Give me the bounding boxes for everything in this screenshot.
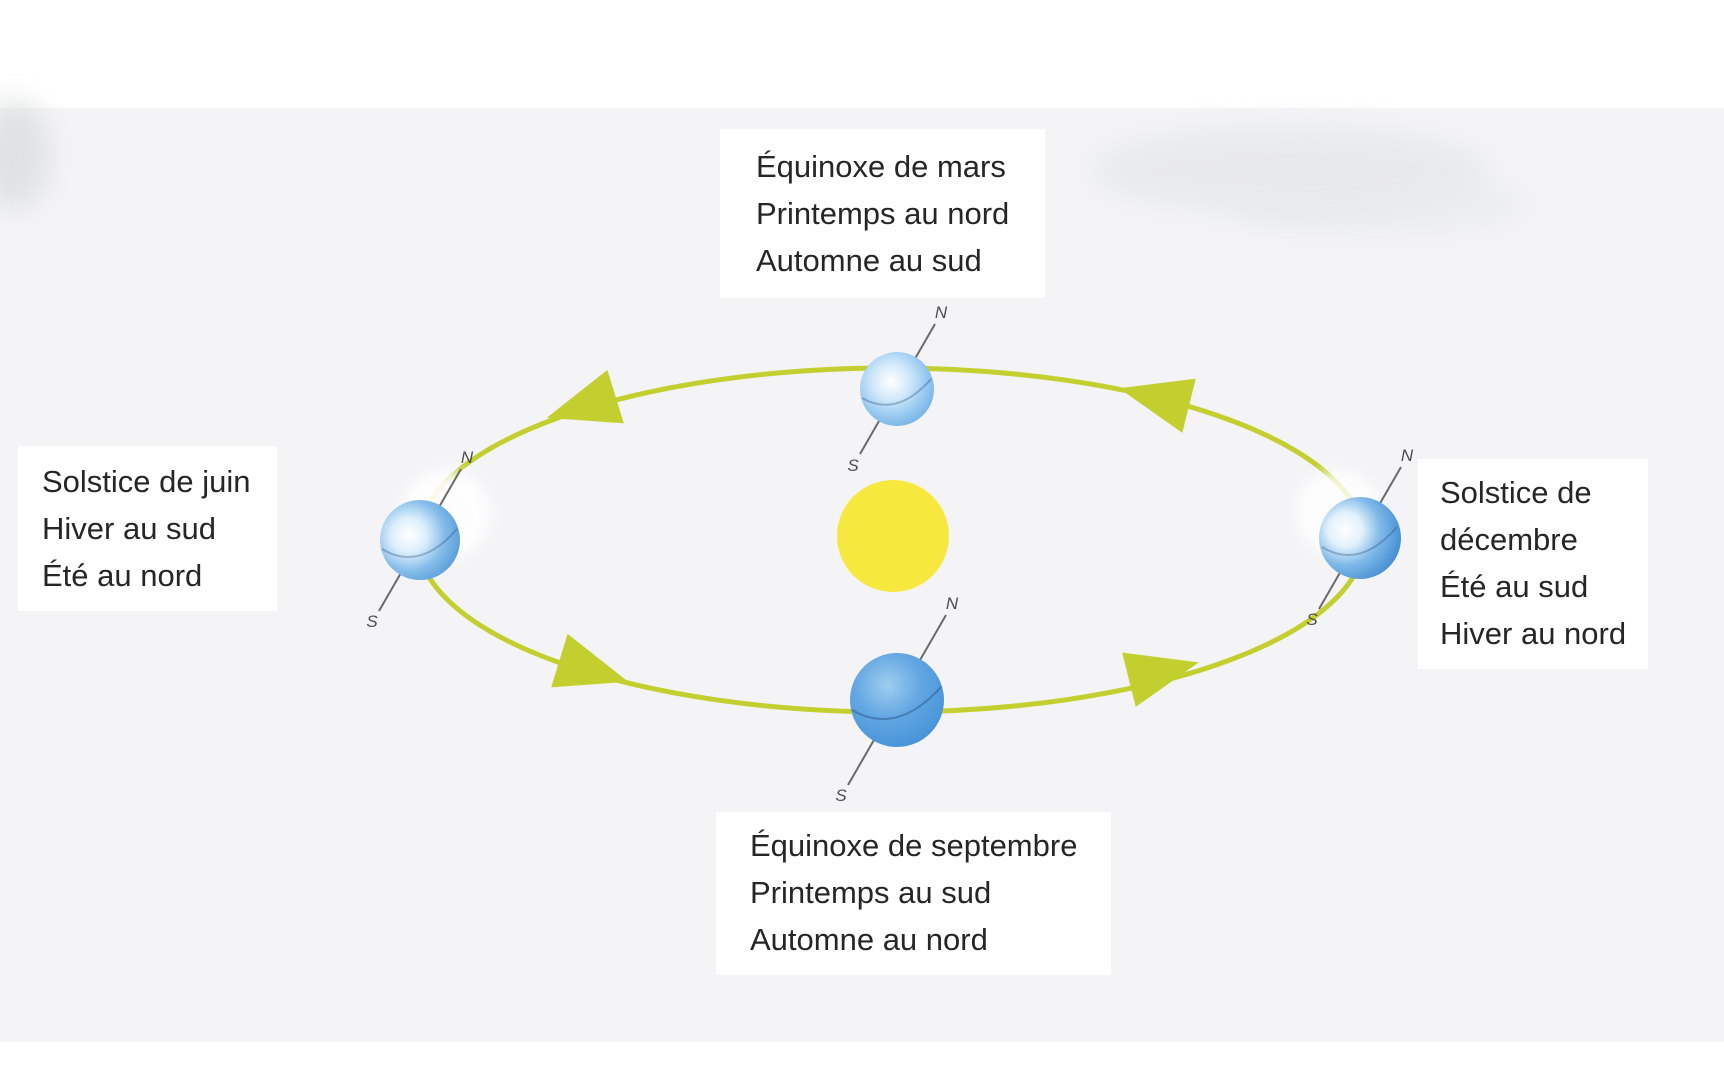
sun (837, 480, 949, 592)
axis-south-label: S (366, 612, 378, 631)
earth-sphere (850, 653, 944, 747)
label-line: Solstice de juin (42, 464, 251, 499)
axis-south-label: S (1306, 610, 1318, 629)
background-artifact (1230, 175, 1530, 235)
label-june-solstice: Solstice de juin Hiver au sud Été au nor… (18, 446, 277, 611)
label-march-equinox: Équinoxe de mars Printemps au nord Autom… (720, 129, 1046, 298)
axis-north-label: N (946, 594, 959, 613)
label-line: Hiver au sud (42, 511, 217, 546)
axis-north-label: N (935, 303, 948, 322)
earth-sphere (860, 352, 934, 426)
earth-sphere (1319, 497, 1401, 579)
label-line: Équinoxe de mars (756, 149, 1006, 184)
label-line: Printemps au nord (756, 196, 1010, 231)
label-line: Automne au sud (756, 243, 982, 278)
label-december-solstice: Solstice de décembre Été au sud Hiver au… (1418, 459, 1649, 669)
label-line: Solstice de (1440, 475, 1592, 510)
orbit-direction-arrow-bottom-right (1122, 652, 1199, 707)
orbit-direction-arrow-bottom-left (551, 633, 629, 688)
axis-south-label: S (847, 456, 859, 475)
earth-equator-line (851, 686, 942, 720)
earth-march-equinox: N S (847, 303, 948, 475)
earth-sphere (380, 500, 460, 580)
label-line: Équinoxe de septembre (750, 828, 1078, 863)
axis-north-label: N (461, 448, 474, 467)
earth-december-solstice: N S (1296, 446, 1414, 629)
axis-north-label: N (1401, 446, 1414, 465)
axis-south-label: S (835, 786, 847, 805)
earth-september-equinox: N S (835, 594, 959, 805)
earth-equator-line (1321, 526, 1398, 556)
label-september-equinox: Équinoxe de septembre Printemps au sud A… (716, 812, 1112, 975)
orbit-direction-arrow-top-right (1119, 378, 1196, 433)
label-line: Automne au nord (750, 922, 988, 957)
label-line: décembre (1440, 522, 1578, 557)
label-line: Été au sud (1440, 569, 1589, 604)
orbit-direction-arrow-top-left (546, 369, 624, 424)
label-line: Été au nord (42, 558, 203, 593)
earth-june-solstice: N S (366, 448, 490, 631)
label-line: Printemps au sud (750, 875, 992, 910)
label-line: Hiver au nord (1440, 616, 1627, 651)
earth-equator-line (381, 528, 458, 558)
earth-equator-line (861, 378, 932, 406)
